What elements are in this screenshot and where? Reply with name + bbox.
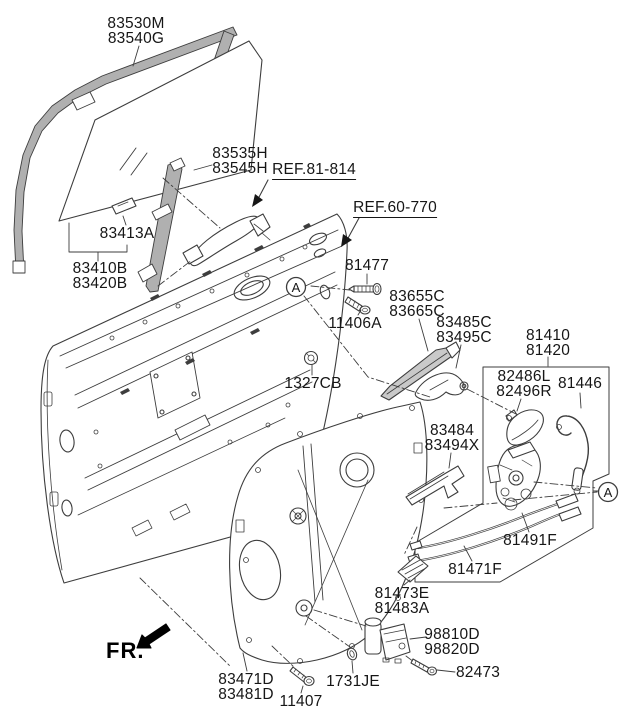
part-number: 81471F: [448, 561, 502, 578]
part-number: 83495C: [436, 328, 492, 346]
glass-grip-drawing: [111, 197, 137, 215]
part-number: 81491F: [503, 532, 557, 549]
part-label-81477: 81477: [344, 257, 390, 274]
outside-handle-drawing: [182, 213, 271, 267]
part-number: 83484: [429, 422, 475, 439]
screw-82473-drawing: [410, 658, 438, 676]
bolt-11407-drawing: [289, 666, 315, 687]
part-number: 83410B: [72, 260, 128, 277]
actuator-drawing: [364, 617, 411, 664]
part-number: 82496R: [496, 382, 552, 400]
latch-cover-drawing: [505, 409, 544, 446]
door-glass-drawing: [58, 40, 263, 222]
part-number: 83530M: [107, 15, 165, 32]
part-number: 11406A: [328, 315, 382, 332]
part-label-81491f: 81491F: [503, 532, 557, 549]
bolt-11406a-drawing: [344, 296, 371, 315]
grommet-drawing: [397, 555, 429, 583]
part-label-1731je: 1731JE: [326, 673, 380, 690]
assembly-reference-lines: [139, 177, 598, 668]
fr-direction-label: FR.: [106, 638, 145, 663]
part-label-81471f: 81471F: [448, 561, 502, 578]
part-number: 83545H: [212, 159, 268, 177]
part-number: 82486L: [497, 368, 551, 385]
door-latch-cables-drawing: [407, 493, 582, 564]
lock-cable-81446-drawing: [556, 415, 590, 495]
part-number: 81420: [525, 341, 571, 359]
latch-assembly-drawing: [487, 441, 541, 511]
part-number: 98820D: [424, 640, 480, 658]
part-label-82473: 82473: [455, 664, 501, 681]
part-number: 83471D: [218, 671, 274, 688]
ref-81-814-arrow: [252, 179, 269, 207]
detail-marker-a-2: A: [597, 481, 619, 503]
part-label-11406a: 11406A: [328, 315, 382, 332]
ring-1731je-drawing: [346, 647, 358, 661]
label-leader-lines: [68, 45, 582, 694]
detail-marker-a-1: A: [285, 276, 307, 298]
part-number: 81473E: [374, 585, 430, 602]
part-number: 83413A: [99, 225, 155, 242]
part-label-81446: 81446: [557, 375, 603, 392]
part-number: 83494X: [424, 436, 480, 454]
part-number: 81446: [557, 375, 603, 392]
ref-text: REF.81-814: [272, 161, 356, 180]
part-number: 83481D: [218, 685, 274, 703]
part-number: 81483A: [374, 599, 430, 617]
part-label-1327cb: 1327CB: [284, 375, 342, 392]
ref-label-60-770: REF.60-770: [353, 199, 437, 218]
part-number: 1327CB: [284, 375, 342, 392]
guide-bracket-drawing: [405, 465, 465, 506]
part-label-11407: 11407: [279, 693, 323, 710]
nut-1327cb-drawing: [303, 350, 319, 366]
part-number: 81477: [344, 257, 390, 274]
part-number: 83540G: [107, 29, 165, 47]
ref-text: REF.60-770: [353, 199, 437, 218]
part-number: 83485C: [436, 314, 492, 331]
door-module-panel-drawing: [229, 401, 428, 664]
part-number: 1731JE: [326, 673, 380, 690]
part-number: 83535H: [212, 145, 268, 162]
part-number: 83655C: [389, 288, 445, 305]
marker-letter: A: [604, 485, 613, 500]
fr-direction-arrow: [136, 623, 171, 649]
latch-bracket-box: [414, 366, 610, 583]
part-label-83413a: 83413A: [99, 225, 155, 242]
part-number: 82473: [455, 664, 501, 681]
rear-channel-drawing: [137, 157, 186, 293]
handle-bracket-drawing: [414, 372, 469, 401]
ref-label-81-814: REF.81-814: [272, 161, 356, 180]
ref-60-770-arrow: [341, 217, 360, 247]
part-number: 81410: [525, 327, 571, 344]
screw-81477-drawing: [348, 282, 382, 296]
part-number: 11407: [279, 693, 323, 710]
part-number: 83420B: [72, 274, 128, 292]
marker-letter: A: [292, 280, 301, 295]
part-number: 83665C: [389, 302, 445, 320]
part-number: 98810D: [424, 626, 480, 643]
